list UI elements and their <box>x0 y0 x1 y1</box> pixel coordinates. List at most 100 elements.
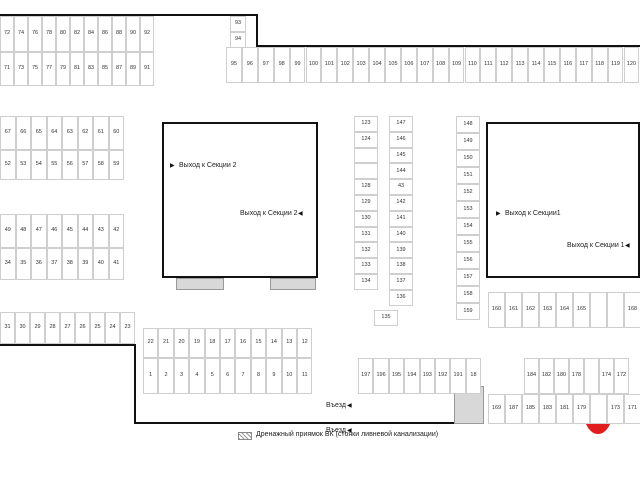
parking-spot[interactable]: 9 <box>266 358 282 394</box>
parking-spot[interactable]: 147 <box>389 116 413 132</box>
parking-spot[interactable]: 100 <box>305 47 322 83</box>
parking-spot[interactable]: 62 <box>77 116 93 150</box>
parking-spot[interactable]: 59 <box>108 150 124 180</box>
parking-spot[interactable]: 41 <box>108 248 124 280</box>
parking-spot[interactable]: 192 <box>435 358 451 394</box>
parking-spot[interactable]: 23 <box>120 312 135 344</box>
parking-spot[interactable]: 169 <box>488 394 505 424</box>
parking-spot[interactable]: 25 <box>90 312 105 344</box>
parking-spot[interactable]: 12 <box>297 328 313 358</box>
parking-spot[interactable]: 159 <box>456 303 480 320</box>
parking-spot[interactable]: 22 <box>143 328 159 358</box>
parking-spot[interactable]: 44 <box>77 214 93 248</box>
parking-spot[interactable]: 110 <box>464 47 481 83</box>
parking-spot[interactable]: 85 <box>98 52 112 86</box>
parking-spot[interactable]: 34 <box>0 248 16 280</box>
parking-spot[interactable]: 39 <box>77 248 93 280</box>
parking-spot[interactable]: 56 <box>62 150 78 180</box>
parking-spot[interactable]: 142 <box>389 195 413 211</box>
parking-spot[interactable]: 193 <box>419 358 435 394</box>
parking-spot[interactable]: 67 <box>0 116 16 150</box>
parking-spot[interactable]: 55 <box>46 150 62 180</box>
parking-spot[interactable]: 195 <box>388 358 405 394</box>
parking-spot[interactable]: 157 <box>456 269 480 286</box>
parking-spot[interactable]: 132 <box>354 242 378 259</box>
parking-spot[interactable]: 112 <box>496 47 513 83</box>
parking-spot[interactable]: 37 <box>46 248 62 280</box>
parking-spot[interactable]: 18 <box>465 358 482 394</box>
parking-spot[interactable]: 27 <box>60 312 75 344</box>
parking-spot[interactable]: 174 <box>599 358 614 394</box>
parking-spot[interactable]: 111 <box>480 47 497 83</box>
parking-spot[interactable]: 131 <box>354 226 378 243</box>
parking-spot[interactable]: 178 <box>569 358 584 394</box>
parking-spot[interactable] <box>584 358 599 394</box>
parking-spot[interactable]: 148 <box>456 116 480 133</box>
parking-spot[interactable]: 114 <box>528 47 544 83</box>
parking-spot[interactable]: 93 <box>230 16 246 32</box>
parking-spot[interactable]: 72 <box>0 16 14 52</box>
parking-spot[interactable]: 98 <box>273 47 290 83</box>
parking-spot[interactable] <box>354 147 378 164</box>
parking-spot[interactable]: 137 <box>389 274 413 290</box>
parking-spot[interactable]: 140 <box>389 226 413 243</box>
parking-spot[interactable]: 180 <box>554 358 569 394</box>
parking-spot[interactable]: 155 <box>456 235 480 252</box>
parking-spot[interactable]: 17 <box>220 328 236 358</box>
parking-spot[interactable]: 24 <box>105 312 120 344</box>
parking-spot[interactable]: 71 <box>0 52 14 86</box>
parking-spot[interactable]: 179 <box>573 394 590 424</box>
parking-spot[interactable]: 28 <box>45 312 60 344</box>
parking-spot[interactable]: 156 <box>456 252 480 269</box>
parking-spot[interactable]: 35 <box>15 248 31 280</box>
parking-spot[interactable]: 20 <box>173 328 190 358</box>
parking-spot[interactable]: 1 <box>143 358 159 394</box>
parking-spot[interactable]: 161 <box>505 292 522 328</box>
parking-spot[interactable]: 78 <box>42 16 56 52</box>
parking-spot[interactable]: 139 <box>389 242 413 259</box>
parking-spot[interactable]: 191 <box>450 358 466 394</box>
parking-spot[interactable] <box>354 163 378 180</box>
parking-spot[interactable]: 60 <box>108 116 124 150</box>
parking-spot[interactable]: 123 <box>354 116 378 132</box>
parking-spot[interactable]: 80 <box>56 16 70 52</box>
parking-spot[interactable]: 75 <box>28 52 42 86</box>
parking-spot[interactable]: 124 <box>354 131 378 148</box>
parking-spot[interactable]: 134 <box>354 274 378 290</box>
parking-spot[interactable]: 53 <box>15 150 31 180</box>
parking-spot[interactable]: 158 <box>456 286 480 303</box>
parking-spot[interactable]: 65 <box>31 116 47 150</box>
parking-spot[interactable]: 153 <box>456 201 480 218</box>
parking-spot[interactable]: 18 <box>204 328 220 358</box>
parking-spot[interactable]: 46 <box>46 214 62 248</box>
parking-spot[interactable]: 102 <box>337 47 354 83</box>
parking-spot[interactable]: 15 <box>250 328 267 358</box>
parking-spot[interactable]: 197 <box>358 358 374 394</box>
parking-spot[interactable]: 96 <box>241 47 258 83</box>
parking-spot[interactable]: 164 <box>556 292 573 328</box>
parking-spot[interactable]: 119 <box>607 47 624 83</box>
parking-spot[interactable]: 47 <box>31 214 47 248</box>
parking-spot[interactable]: 94 <box>230 32 246 48</box>
parking-spot[interactable]: 57 <box>77 150 93 180</box>
parking-spot[interactable]: 133 <box>354 258 378 274</box>
parking-spot[interactable]: 45 <box>62 214 78 248</box>
parking-spot[interactable]: 184 <box>524 358 539 394</box>
parking-spot[interactable]: 107 <box>416 47 433 83</box>
parking-spot[interactable]: 29 <box>30 312 45 344</box>
parking-spot[interactable]: 194 <box>404 358 420 394</box>
parking-spot[interactable]: 160 <box>488 292 505 328</box>
parking-spot[interactable]: 152 <box>456 184 480 201</box>
parking-spot[interactable]: 120 <box>623 47 640 83</box>
parking-spot[interactable]: 151 <box>456 167 480 184</box>
parking-spot[interactable]: 144 <box>389 163 413 180</box>
parking-spot[interactable]: 135 <box>374 310 398 326</box>
parking-spot[interactable]: 130 <box>354 210 378 227</box>
parking-spot[interactable]: 4 <box>189 358 205 394</box>
parking-spot[interactable]: 52 <box>0 150 16 180</box>
parking-spot[interactable]: 2 <box>158 358 174 394</box>
parking-spot[interactable]: 83 <box>84 52 98 86</box>
parking-spot[interactable]: 31 <box>0 312 15 344</box>
parking-spot[interactable]: 146 <box>389 131 413 148</box>
parking-spot[interactable]: 14 <box>266 328 282 358</box>
